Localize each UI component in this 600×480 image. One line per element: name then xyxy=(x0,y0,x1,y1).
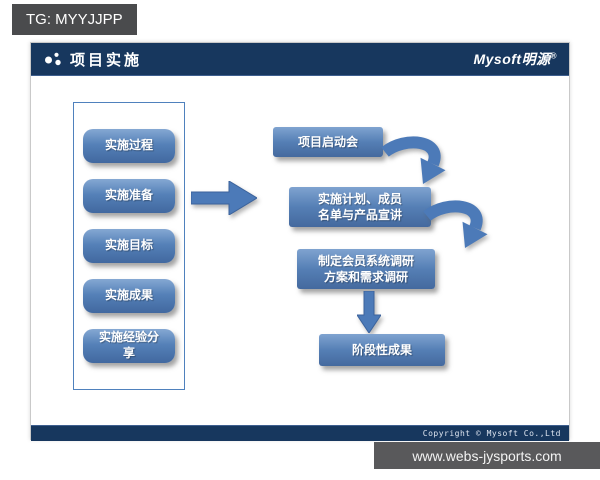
brand-logo: Mysoft明源® xyxy=(473,49,557,69)
brand-text: Mysoft明源 xyxy=(473,51,551,67)
slide-header: 项目实施 Mysoft明源® xyxy=(31,43,569,76)
slide-title: 项目实施 xyxy=(70,51,143,69)
copyright-text: Copyright © Mysoft Co.,Ltd xyxy=(422,429,561,438)
watermark-top-left: TG: MYYJJPP xyxy=(12,4,137,35)
sidebar-item-results: 实施成果 xyxy=(83,279,175,313)
watermark-bottom-right: www.webs-jysports.com xyxy=(374,442,600,469)
flow-step-milestone-results: 阶段性成果 xyxy=(319,334,445,366)
slide-footer: Copyright © Mysoft Co.,Ltd xyxy=(31,425,569,441)
flow-step-research: 制定会员系统调研 方案和需求调研 xyxy=(297,249,435,289)
brand-registered-mark: ® xyxy=(550,51,557,61)
curved-arrow-icon xyxy=(381,136,446,184)
curved-arrow-icon xyxy=(423,200,488,248)
sidebar-box: 实施过程 实施准备 实施目标 实施成果 实施经验分 享 xyxy=(73,102,185,390)
molecule-logo-icon xyxy=(43,51,63,68)
sidebar-item-experience: 实施经验分 享 xyxy=(83,329,175,363)
sidebar-item-goals: 实施目标 xyxy=(83,229,175,263)
right-arrow-icon xyxy=(191,181,257,215)
slide: 项目实施 Mysoft明源® 实施过程 实施准备 实施目标 实施成果 实施经验分… xyxy=(30,42,570,441)
flow-step-plan: 实施计划、成员 名单与产品宣讲 xyxy=(289,187,431,227)
down-arrow-icon xyxy=(357,291,381,333)
sidebar-item-preparation: 实施准备 xyxy=(83,179,175,213)
slide-body: 实施过程 实施准备 实施目标 实施成果 实施经验分 享 项目启动会 实施计划、成… xyxy=(31,76,569,425)
sidebar-item-process: 实施过程 xyxy=(83,129,175,163)
flow-step-kickoff: 项目启动会 xyxy=(273,127,383,157)
